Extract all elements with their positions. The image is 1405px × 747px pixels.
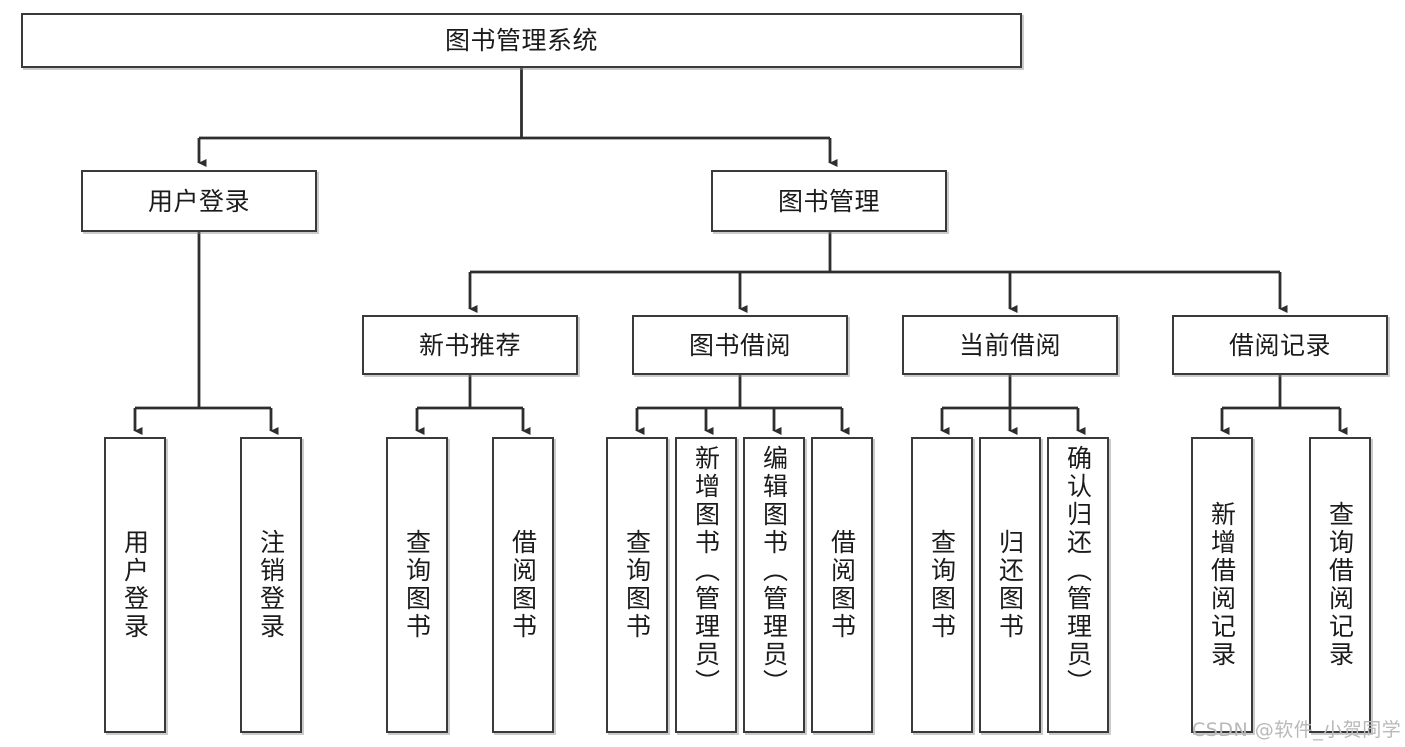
node-label: 借阅记录: [1228, 330, 1331, 360]
node-label: 确认归还（管理员）: [1063, 445, 1093, 697]
leaf-record-add-record[interactable]: 新增借阅记录: [1191, 437, 1253, 733]
leaf-current-query-book[interactable]: 查询图书: [911, 437, 973, 733]
leaf-borrow-borrow-book[interactable]: 借阅图书: [811, 437, 873, 733]
leaf-borrow-edit-book-admin[interactable]: 编辑图书（管理员）: [743, 437, 805, 733]
node-label: 注销登录: [256, 529, 286, 641]
node-book-borrow[interactable]: 图书借阅: [632, 315, 848, 375]
leaf-current-return-book[interactable]: 归还图书: [979, 437, 1041, 733]
leaf-borrow-add-book-admin[interactable]: 新增图书（管理员）: [675, 437, 737, 733]
leaf-recommend-borrow-book[interactable]: 借阅图书: [492, 437, 554, 733]
node-label: 查询图书: [402, 529, 432, 641]
leaf-user-login-logout[interactable]: 注销登录: [240, 437, 302, 733]
node-label: 图书管理: [777, 186, 880, 216]
node-borrow-record[interactable]: 借阅记录: [1172, 315, 1388, 375]
node-label: 新书推荐: [418, 330, 521, 360]
node-label: 用户登录: [120, 529, 150, 641]
node-label: 借阅图书: [827, 529, 857, 641]
leaf-recommend-query-book[interactable]: 查询图书: [386, 437, 448, 733]
node-label: 当前借阅: [958, 330, 1061, 360]
leaf-current-confirm-return-admin[interactable]: 确认归还（管理员）: [1047, 437, 1109, 733]
node-book-management[interactable]: 图书管理: [711, 170, 947, 232]
watermark: CSDN @软件_小贺同学: [1192, 719, 1402, 741]
node-user-login[interactable]: 用户登录: [81, 170, 317, 232]
node-label: 借阅图书: [508, 529, 538, 641]
node-label: 查询借阅记录: [1325, 501, 1355, 669]
node-label: 查询图书: [927, 529, 957, 641]
node-current-borrow[interactable]: 当前借阅: [902, 315, 1118, 375]
leaf-record-query-record[interactable]: 查询借阅记录: [1309, 437, 1371, 733]
node-label: 归还图书: [995, 529, 1025, 641]
node-label: 用户登录: [147, 186, 250, 216]
node-root-system[interactable]: 图书管理系统: [21, 13, 1022, 68]
node-label: 新增借阅记录: [1207, 501, 1237, 669]
node-label: 图书管理系统: [444, 26, 598, 55]
node-label: 编辑图书（管理员）: [759, 445, 789, 697]
node-new-book-recommend[interactable]: 新书推荐: [362, 315, 578, 375]
leaf-user-login-login[interactable]: 用户登录: [104, 437, 166, 733]
node-label: 新增图书（管理员）: [691, 445, 721, 697]
node-label: 图书借阅: [688, 330, 791, 360]
leaf-borrow-query-book[interactable]: 查询图书: [606, 437, 668, 733]
node-label: 查询图书: [622, 529, 652, 641]
